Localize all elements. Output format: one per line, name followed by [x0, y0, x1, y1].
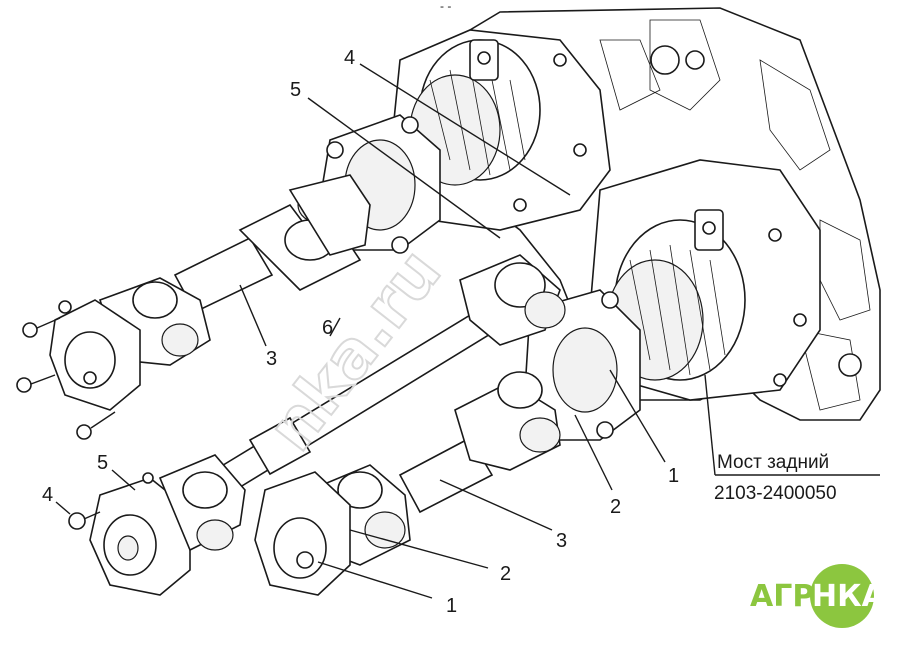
- logo-right-text: НКА: [812, 579, 886, 614]
- logo-circle: [810, 564, 874, 628]
- upper-left-flange: [16, 299, 141, 440]
- callout-2-bottom: 2: [500, 563, 511, 585]
- lower-final-drive: [589, 159, 821, 401]
- leader-lines: [55, 63, 880, 599]
- callout-5-left: 5: [97, 452, 108, 474]
- agronka-logo: АГРО НКА: [750, 564, 886, 628]
- upper-cardan-shaft: [98, 174, 371, 366]
- top-mark: - -: [440, 0, 451, 13]
- callout-1-bottom: 1: [446, 595, 457, 617]
- callout-6: 6: [322, 317, 333, 339]
- callout-3-top: 3: [266, 348, 277, 370]
- callout-3-bottom: 3: [556, 530, 567, 552]
- callout-5-top: 5: [290, 79, 301, 101]
- callout-4-top: 4: [344, 47, 355, 69]
- callout-4-left: 4: [42, 484, 53, 506]
- lower-left-flange: [68, 454, 246, 596]
- callout-1-right: 1: [668, 465, 679, 487]
- callout-2-right: 2: [610, 496, 621, 518]
- caption-title: Мост задний: [717, 452, 829, 473]
- caption-part-number: 2103-2400050: [714, 483, 837, 504]
